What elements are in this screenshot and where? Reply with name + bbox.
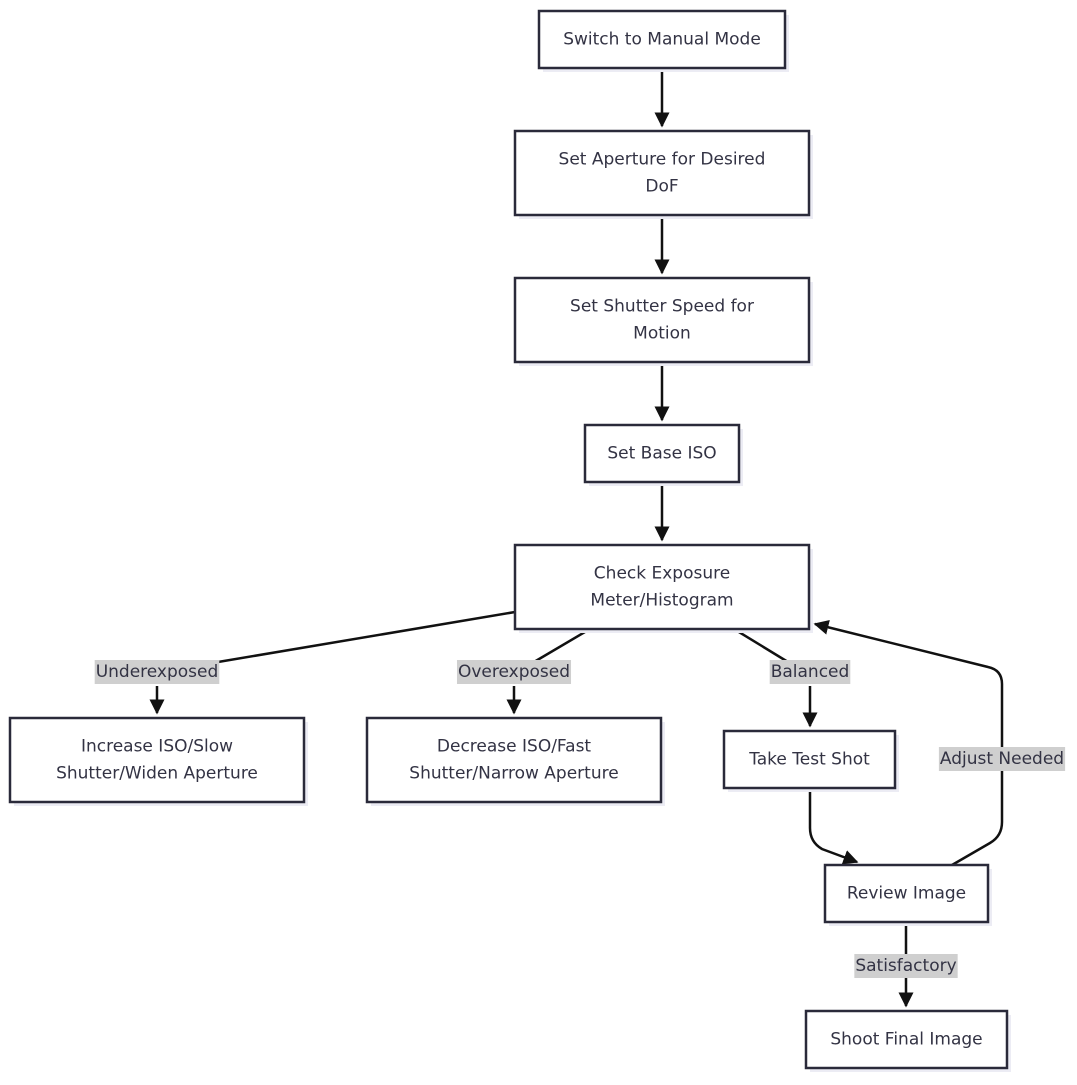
edge-label-text: Underexposed (96, 662, 219, 682)
node-label-line: Review Image (847, 884, 966, 904)
edges-layer (157, 68, 1004, 1006)
edge-check-decrease (514, 627, 591, 713)
edge-label-background (94, 660, 220, 684)
node-box (583, 423, 741, 484)
node-label-line: Shoot Final Image (830, 1030, 982, 1050)
node-label-line: Set Shutter Speed for (570, 297, 754, 317)
node-label-line: Shutter/Widen Aperture (56, 764, 258, 784)
node-label-line: Set Base ISO (607, 444, 716, 464)
edge-label-text: Overexposed (458, 662, 570, 682)
node-box (823, 863, 990, 924)
edge-label-background (854, 954, 958, 978)
node-label-line: DoF (645, 177, 678, 197)
edge-label-text: Balanced (771, 662, 850, 682)
node-manual: Switch to Manual Mode (537, 9, 789, 72)
edge-check-test (733, 627, 810, 726)
node-label-line: Check Exposure (594, 564, 730, 584)
node-box (8, 716, 306, 804)
node-box (365, 716, 663, 804)
edge-label-text: Adjust Needed (940, 749, 1064, 769)
edge-label-review-check: Adjust Needed (938, 747, 1066, 771)
edge-test-review (808, 788, 859, 865)
node-review: Review Image (823, 863, 992, 926)
node-box (537, 9, 787, 70)
node-box (804, 1009, 1009, 1070)
node-label-line: Increase ISO/Slow (81, 737, 233, 757)
node-box (513, 543, 811, 631)
edge-label-background (456, 660, 572, 684)
node-iso: Set Base ISO (583, 423, 743, 486)
edge-label-text: Satisfactory (855, 956, 956, 976)
edge-label-check-decrease: Overexposed (456, 660, 572, 684)
node-label-line: Decrease ISO/Fast (437, 737, 592, 757)
node-label-line: Set Aperture for Desired (559, 150, 766, 170)
edge-check-increase (157, 610, 516, 713)
node-box (513, 129, 811, 217)
edge-label-background (769, 660, 851, 684)
edge-label-background (938, 747, 1066, 771)
node-label-line: Take Test Shot (748, 750, 870, 770)
edge-label-review-final: Satisfactory (854, 954, 958, 978)
node-label-line: Switch to Manual Mode (563, 30, 761, 50)
node-box (513, 276, 811, 364)
edge-label-check-test: Balanced (769, 660, 851, 684)
node-final: Shoot Final Image (804, 1009, 1011, 1072)
node-label-line: Motion (633, 324, 691, 344)
node-label-line: Meter/Histogram (590, 591, 733, 611)
node-box (722, 729, 897, 790)
edge-label-check-increase: Underexposed (94, 660, 220, 684)
node-test: Take Test Shot (722, 729, 899, 792)
node-label-line: Shutter/Narrow Aperture (409, 764, 618, 784)
